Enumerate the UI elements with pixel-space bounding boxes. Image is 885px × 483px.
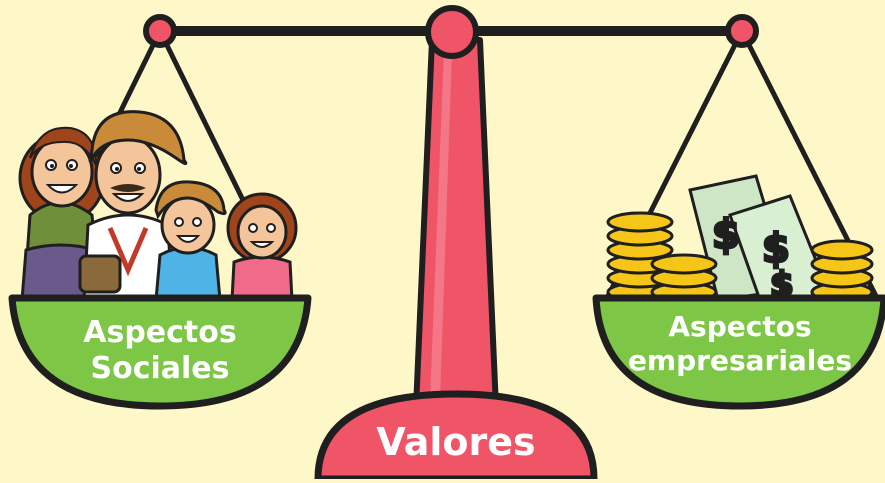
money-and-coins-illustration: $ $ $ — [606, 174, 874, 307]
boy-figure — [154, 180, 227, 302]
left-pan-label-line2: Sociales — [90, 351, 229, 386]
coin-stack-right — [810, 239, 874, 303]
left-pan: Aspectos Sociales — [8, 294, 312, 410]
scale-base: Valores — [314, 390, 598, 483]
base-label: Valores — [376, 420, 535, 464]
pivot-knobs — [143, 5, 759, 59]
right-pan-label-line1: Aspectos — [668, 310, 811, 343]
right-pan-label-line2: empresariales — [628, 344, 852, 377]
dollar-sign-icon: $ — [712, 212, 740, 258]
girl-figure — [226, 192, 298, 302]
right-pan: Aspectos empresariales — [592, 294, 885, 410]
coin-stack-middle — [650, 253, 718, 303]
bill-stack: $ $ $ — [688, 174, 833, 307]
dollar-sign-icon: $ — [762, 226, 790, 272]
left-pan-label-line1: Aspectos — [83, 315, 237, 350]
scale-pole — [413, 37, 499, 411]
family-illustration — [18, 110, 298, 302]
